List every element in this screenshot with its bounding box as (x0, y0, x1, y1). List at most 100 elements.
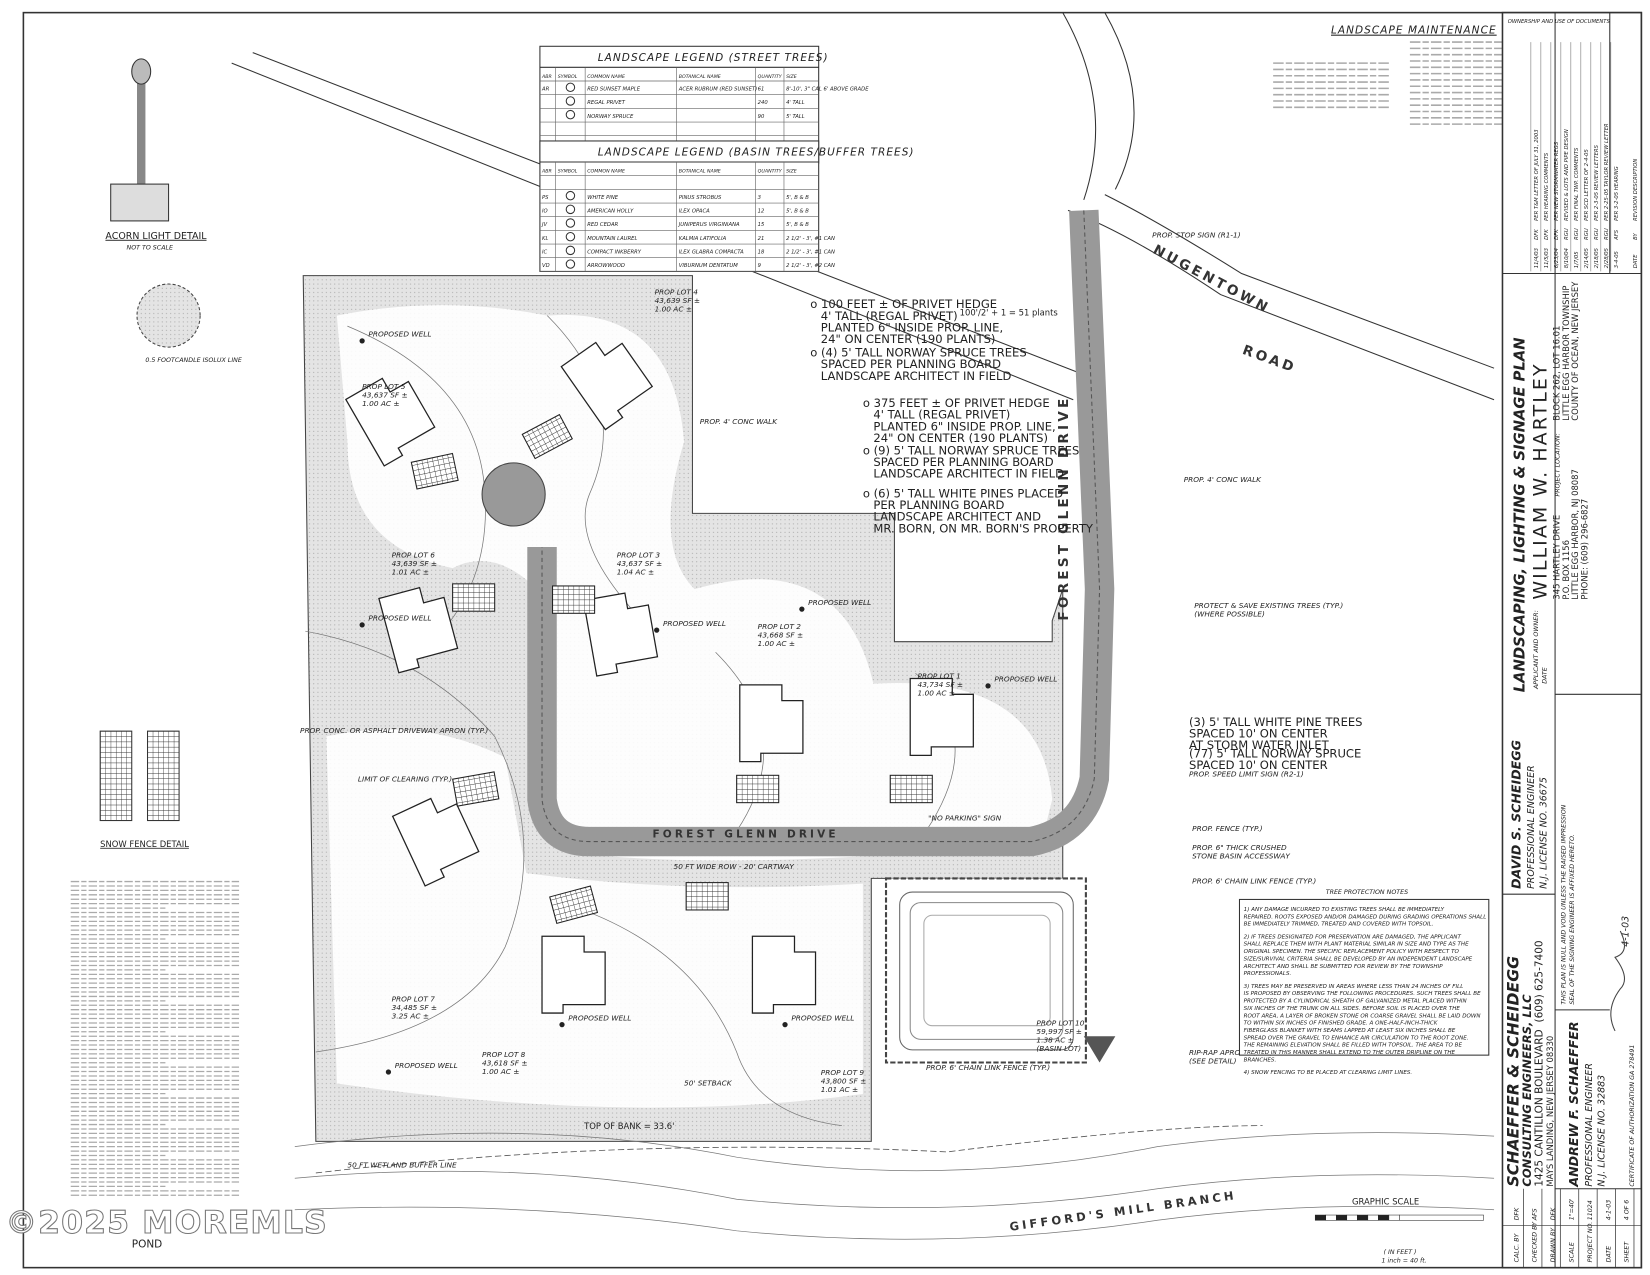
scale-segment (1346, 1214, 1358, 1221)
callout-speed: PROP. SPEED LIMIT SIGN (R2-1) (1189, 769, 1304, 778)
forest-glenn-horizontal-label: FOREST GLENN DRIVE (652, 828, 838, 840)
svg-text:PROP LOT 1: PROP LOT 1 (918, 672, 961, 681)
callout-hedge1: PLANTED 6" INSIDE PROP. LINE, (821, 320, 1003, 334)
proposed-well: PROPOSED WELL (559, 1013, 631, 1028)
svg-text:1.38 AC ±: 1.38 AC ± (1036, 1036, 1073, 1045)
svg-text:(BASIN LOT): (BASIN LOT) (1036, 1044, 1081, 1053)
revision-by: RGU (1564, 228, 1570, 240)
svg-text:43,668 SF ±: 43,668 SF ± (758, 631, 804, 640)
callout-inlet: (3) 5' TALL WHITE PINE TREES (1189, 715, 1363, 729)
svg-text:4' TALL: 4' TALL (786, 100, 805, 106)
scale-segment (1314, 1214, 1327, 1221)
engineer2-title: PROFESSIONAL ENGINEER (1584, 1063, 1595, 1187)
svg-text:PROPOSED WELL: PROPOSED WELL (395, 1061, 458, 1070)
svg-text:1.00 AC ±: 1.00 AC ± (362, 399, 399, 408)
callout-walk2: PROP. 4' CONC WALK (1184, 475, 1262, 484)
lot-label: PROP LOT 643,639 SF ±1.01 AC ± (392, 551, 438, 577)
callout-inlet: SPACED 10' ON CENTER (1189, 726, 1328, 740)
acorn-scale: NOT TO SCALE (126, 244, 173, 251)
svg-text:PROPOSED WELL: PROPOSED WELL (791, 1013, 854, 1022)
svg-text:PROP LOT 2: PROP LOT 2 (758, 622, 802, 631)
svg-text:3: 3 (758, 195, 761, 201)
wetland-buffer-line (315, 1125, 1263, 1174)
proposed-well: PROPOSED WELL (359, 614, 431, 628)
svg-text:PROPOSED WELL: PROPOSED WELL (368, 330, 431, 339)
proposed-well: PROPOSED WELL (654, 619, 726, 633)
svg-text:LANDSCAPE LEGEND (BASIN TREES/: LANDSCAPE LEGEND (BASIN TREES/BUFFER TRE… (598, 147, 915, 159)
house-footprint (541, 935, 606, 1014)
lot-label: PROP LOT 243,668 SF ±1.00 AC ± (758, 622, 804, 648)
proposed-well: PROPOSED WELL (359, 330, 431, 344)
callout-spruce3: (77) 5' TALL NORWAY SPRUCE (1189, 746, 1361, 760)
project-location: BLOCK 262, LOT 16.01 (1551, 326, 1561, 421)
svg-text:AMERICAN HOLLY: AMERICAN HOLLY (586, 209, 634, 215)
callout-chain2: PROP. 6' CHAIN LINK FENCE (TYP.) (926, 1063, 1050, 1072)
engineer1-date-label: DATE (1542, 667, 1549, 684)
general-notes (70, 880, 240, 1196)
callout-protect: (WHERE POSSIBLE) (1194, 609, 1265, 618)
revision-header: DATE (1633, 254, 1639, 268)
svg-text:ILEX GLABRA COMPACTA: ILEX GLABRA COMPACTA (679, 250, 744, 256)
svg-text:PS: PS (542, 195, 549, 201)
house-footprint (582, 592, 659, 677)
svg-text:34,485 SF ±: 34,485 SF ± (392, 1003, 438, 1012)
septic-field (452, 771, 500, 807)
svg-text:SYMBOL: SYMBOL (558, 169, 578, 175)
applicant-address: PHONE: (609) 296-6827 (1580, 499, 1590, 600)
revision-by: DFK (1544, 229, 1550, 240)
svg-text:ABR: ABR (541, 169, 552, 175)
tree-protection-note: 3) TREES MAY BE PRESERVED IN AREAS WHERE… (1244, 984, 1482, 1064)
svg-text:18: 18 (758, 250, 765, 256)
applicant-label: APPLICANT AND OWNER: (1533, 610, 1540, 690)
revision-date: 11/4/03 (1534, 248, 1540, 268)
svg-text:ARROWWOOD: ARROWWOOD (586, 263, 625, 269)
firm-name: SCHAEFFER & SCHEIDEGG (1503, 956, 1522, 1187)
callout-pines: MR. BORN, ON MR. BORN'S PROPERTY (873, 521, 1094, 535)
svg-text:2 1/2' - 3', #1 CAN: 2 1/2' - 3', #1 CAN (786, 236, 835, 242)
svg-text:PROP LOT 6: PROP LOT 6 (392, 551, 436, 560)
svg-text:KL: KL (542, 236, 548, 242)
stormwater-basin (884, 877, 1116, 1064)
cul-de-sac (481, 462, 546, 527)
forest-glenn-drive: FOREST GLENN DRIVE FOREST GLENN DRIVE 50… (481, 209, 1115, 871)
revision-desc: PER NEW STORMWATER REGS (1554, 141, 1560, 221)
svg-text:5', B & B: 5', B & B (786, 195, 809, 201)
info-value: 4-1-03 (1605, 1200, 1612, 1221)
scale-segment (1399, 1214, 1484, 1221)
snow-fence-detail: SNOW FENCE DETAIL (99, 730, 189, 849)
svg-text:61: 61 (758, 86, 765, 92)
svg-text:COMMON NAME: COMMON NAME (587, 74, 625, 80)
tree-protection-note: 1) ANY DAMAGE INCURRED TO EXISTING TREES… (1244, 907, 1487, 928)
revision-date: 2/14/05 (1584, 247, 1590, 268)
lot-label: PROP LOT 543,637 SF ±1.00 AC ± (362, 382, 408, 408)
svg-text:QUANTITY: QUANTITY (758, 169, 783, 175)
revision-desc: PER HEARING COMMENTS (1544, 152, 1550, 221)
revision-by: RGU (1584, 228, 1590, 240)
applicant-address: P.O. BOX 1156 (1561, 540, 1571, 600)
revision-date: 2/28/05 (1604, 247, 1610, 268)
svg-text:43,637 SF ±: 43,637 SF ± (617, 559, 663, 568)
revision-by: AFS (1614, 229, 1620, 241)
revision-by: DFK (1554, 229, 1560, 240)
lot-label: PROP LOT 343,637 SF ±1.04 AC ± (617, 551, 663, 577)
project-location-label: PROJECT LOCATION: (1554, 433, 1561, 496)
svg-text:AR: AR (541, 86, 550, 92)
lot-label: PROP LOT 443,639 SF ±1.00 AC ± (655, 288, 701, 314)
info-value: DFK (1513, 1207, 1520, 1220)
svg-text:PROPOSED WELL: PROPOSED WELL (808, 598, 871, 607)
svg-text:RED SUNSET MAPLE: RED SUNSET MAPLE (587, 86, 641, 92)
applicant-address: 345 HARTLEY DRIVE (1551, 515, 1561, 600)
revision-date: 2/18/05 (1594, 247, 1600, 268)
svg-text:MOUNTAIN LAUREL: MOUNTAIN LAUREL (587, 236, 637, 242)
svg-text:SYMBOL: SYMBOL (558, 74, 578, 80)
firm-subtitle: CONSULTING ENGINEERS, LLC (1520, 994, 1534, 1187)
info-label: SCALE (1568, 1242, 1575, 1262)
callout-hedge1: o 100 FEET ± OF PRIVET HEDGE (810, 297, 997, 311)
revision-desc: PER T&M LETTER OF JULY 31, 2003 (1534, 129, 1540, 220)
forest-glenn-vertical-label: FOREST GLENN DRIVE (1056, 395, 1072, 620)
tree-protection-title: TREE PROTECTION NOTES (1326, 889, 1408, 896)
